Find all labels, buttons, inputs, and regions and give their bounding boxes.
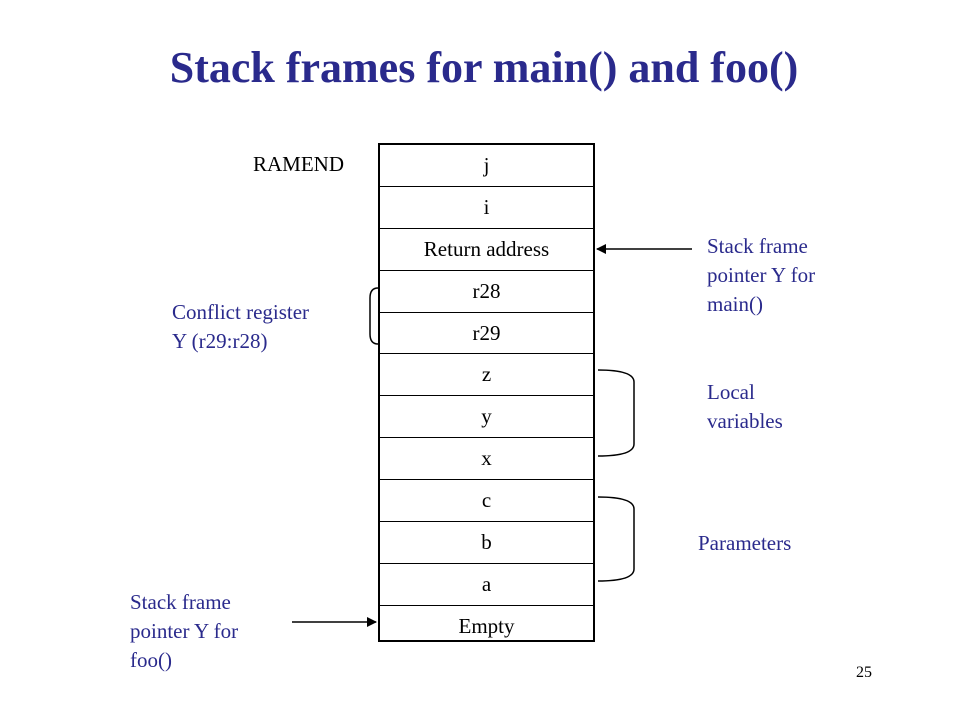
main-pointer-line-3: main()	[707, 292, 763, 316]
local-vars-line-1: Local	[707, 380, 755, 404]
stack-cell-a: a	[380, 564, 593, 606]
conflict-line-2: Y (r29:r28)	[172, 329, 268, 353]
stack-cell-c: c	[380, 480, 593, 523]
ramend-label: RAMEND	[253, 152, 345, 176]
parameters-label: Parameters	[698, 531, 792, 555]
stack-cell-empty: Empty	[458, 614, 515, 639]
foo-pointer-line-1: Stack frame	[130, 590, 231, 614]
slide-title: Stack frames for main() and foo()	[169, 43, 799, 92]
conflict-register-label: Conflict register Y (r29:r28)	[172, 298, 309, 356]
main-pointer-line-1: Stack frame	[707, 234, 808, 258]
stack-cell-y: y	[380, 396, 593, 439]
stack-cell-j: j	[380, 145, 593, 187]
stack-cell-z: z	[380, 354, 593, 397]
stack-cell-r29: r29	[380, 313, 593, 355]
conflict-line-1: Conflict register	[172, 300, 310, 324]
conflict-register-bracket	[369, 287, 379, 345]
local-variables-bracket	[597, 369, 635, 457]
parameters-bracket	[597, 496, 635, 582]
stack-cell-x: x	[380, 438, 593, 481]
foo-pointer-label: Stack frame pointer Y for foo()	[130, 588, 238, 675]
page-number: 25	[856, 664, 872, 681]
foo-pointer-line-2: pointer Y for	[130, 619, 239, 643]
stack-cell-r28: r28	[380, 271, 593, 313]
stack-memory: j i Return address r28 r29 z y x c b a E…	[378, 143, 595, 642]
stack-cell-b: b	[380, 522, 593, 564]
stack-cell-i: i	[380, 187, 593, 229]
local-vars-line-2: variables	[707, 409, 783, 433]
foo-pointer-line-3: foo()	[130, 648, 172, 672]
main-pointer-line-2: pointer Y for	[707, 263, 816, 287]
stack-cell-return-address: Return address	[380, 229, 593, 271]
main-pointer-label: Stack frame pointer Y for main()	[707, 232, 815, 319]
local-variables-label: Local variables	[707, 378, 783, 436]
